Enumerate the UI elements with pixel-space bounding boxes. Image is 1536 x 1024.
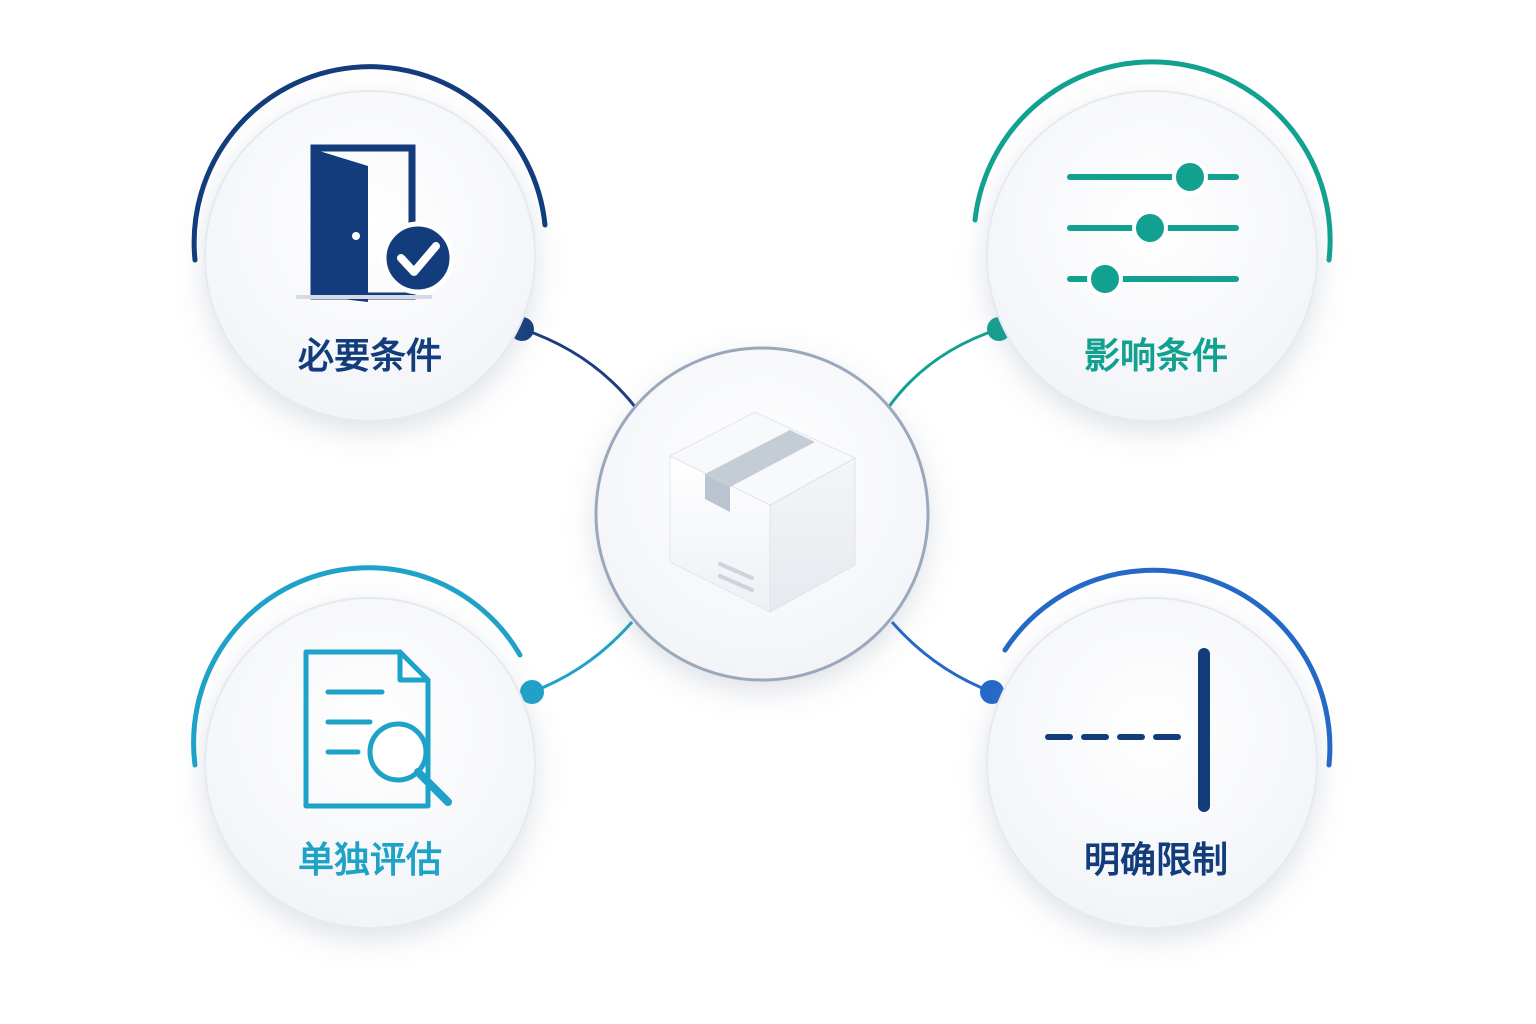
node-arc-individual bbox=[191, 565, 523, 768]
node-individual: 单独评估 bbox=[191, 565, 536, 929]
node-label-individual: 单独评估 bbox=[298, 840, 442, 881]
sliders-icon bbox=[1067, 159, 1239, 297]
node-influencing: 影响条件 bbox=[972, 59, 1333, 422]
connector-dot-individual bbox=[520, 680, 544, 704]
connector-limit bbox=[890, 621, 993, 694]
connector-individual bbox=[531, 621, 634, 694]
dashed-limit-line-icon bbox=[1045, 648, 1210, 812]
node-necessary: 必要条件 bbox=[191, 64, 548, 422]
package-box-icon bbox=[668, 411, 857, 613]
connector-influencing bbox=[886, 327, 1000, 409]
node-limit: 明确限制 bbox=[986, 567, 1333, 929]
connector-dot-limit bbox=[980, 680, 1004, 704]
connector-necessary bbox=[521, 327, 638, 409]
node-label-necessary: 必要条件 bbox=[298, 336, 442, 377]
document-search-icon bbox=[303, 649, 452, 809]
door-check-icon bbox=[296, 144, 455, 302]
node-arc-necessary bbox=[191, 64, 548, 263]
node-label-influencing: 影响条件 bbox=[1084, 336, 1228, 377]
node-arc-limit bbox=[1002, 567, 1333, 768]
node-arc-influencing bbox=[972, 59, 1333, 263]
node-label-limit: 明确限制 bbox=[1084, 840, 1228, 881]
center-node bbox=[594, 346, 930, 682]
